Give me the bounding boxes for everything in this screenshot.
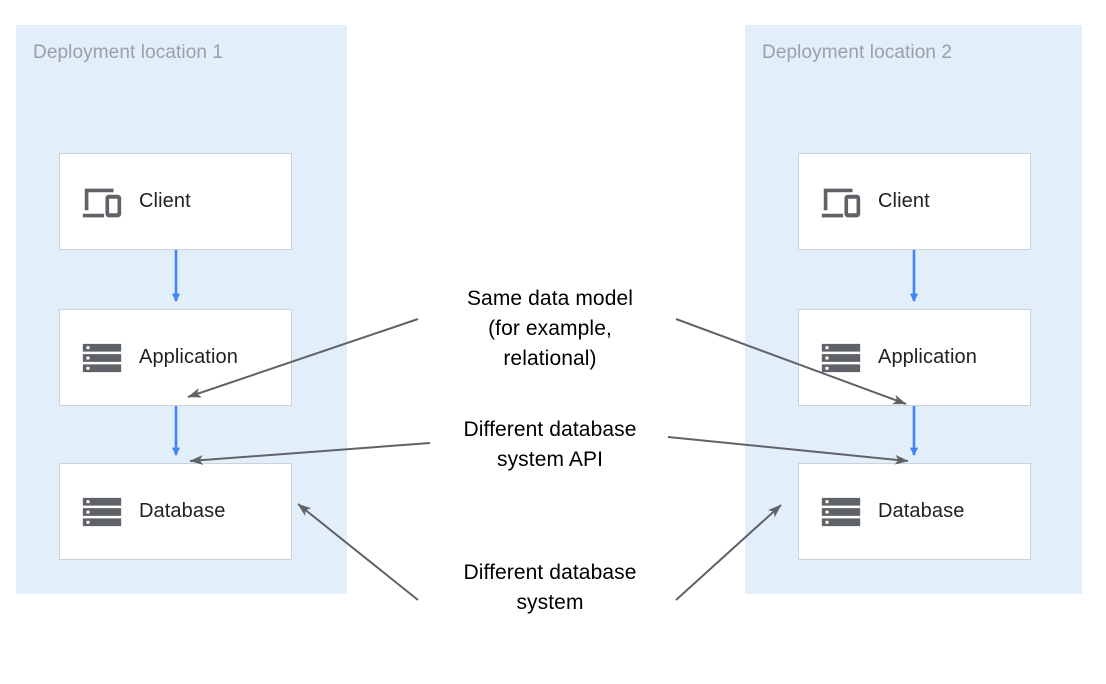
node-label-database-2: Database bbox=[878, 500, 965, 522]
server-icon bbox=[821, 497, 861, 526]
server-icon bbox=[82, 497, 122, 526]
node-label-client-1: Client bbox=[139, 190, 191, 212]
node-label-application-2: Application bbox=[878, 346, 977, 368]
annotation-different-database-system-api: Different database system API bbox=[400, 415, 700, 475]
annotation-line: Different database bbox=[463, 561, 637, 584]
annotation-line: Different database bbox=[463, 418, 637, 441]
node-database-location-1[interactable]: Database bbox=[59, 463, 292, 560]
deployment-location-2-title: Deployment location 2 bbox=[762, 42, 953, 63]
devices-icon bbox=[82, 188, 122, 217]
node-client-location-1[interactable]: Client bbox=[59, 153, 292, 250]
annotation-line: Same data model bbox=[466, 287, 634, 310]
server-icon bbox=[82, 343, 122, 372]
devices-icon bbox=[821, 188, 861, 217]
node-client-location-2[interactable]: Client bbox=[798, 153, 1031, 250]
node-application-location-2[interactable]: Application bbox=[798, 309, 1031, 406]
annotation-line: system bbox=[516, 591, 584, 614]
node-label-database-1: Database bbox=[139, 500, 226, 522]
deployment-location-1-title: Deployment location 1 bbox=[33, 42, 224, 63]
node-application-location-1[interactable]: Application bbox=[59, 309, 292, 406]
annotation-line: system API bbox=[496, 448, 604, 471]
annotation-line: relational) bbox=[503, 347, 597, 370]
node-database-location-2[interactable]: Database bbox=[798, 463, 1031, 560]
server-icon bbox=[821, 343, 861, 372]
node-label-application-1: Application bbox=[139, 346, 238, 368]
annotation-line: (for example, bbox=[488, 317, 612, 340]
annotation-same-data-model: Same data model (for example, relational… bbox=[400, 284, 700, 374]
annotation-different-database-system: Different database system bbox=[400, 558, 700, 618]
node-label-client-2: Client bbox=[878, 190, 930, 212]
